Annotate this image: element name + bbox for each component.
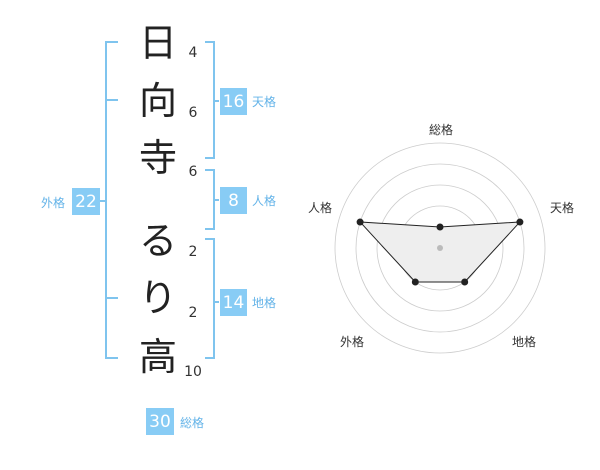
gaikaku-value: 22: [75, 192, 97, 212]
soukaku-box: [146, 408, 174, 435]
gaikaku-badge: 外格 22: [41, 188, 100, 215]
radar-chart: 総格 天格 地格 外格 人格: [308, 122, 574, 354]
stroke-count-4: 2: [189, 244, 198, 260]
jinkaku-bracket: [205, 169, 215, 230]
radar-point-2: [516, 218, 524, 226]
stroke-count-2: 6: [189, 105, 198, 121]
soukaku-badge: 30 総格: [146, 408, 204, 435]
radar-label-gaikaku: 外格: [340, 334, 364, 349]
name-char-3: 寺: [139, 136, 177, 180]
stroke-counts: 4 6 6 2 2 10: [184, 45, 202, 380]
stroke-count-6: 10: [184, 364, 202, 380]
radar-label-jinkaku: 人格: [308, 200, 332, 215]
name-char-5: り: [139, 276, 177, 320]
tenkaku-label: 天格: [252, 94, 276, 109]
name-column: 日 向 寺 る り 高: [139, 21, 177, 379]
chikaku-box: [220, 289, 247, 316]
radar-label-soukaku: 総格: [429, 122, 453, 137]
name-char-1: 日: [139, 21, 177, 65]
jinkaku-badge: 8 人格: [220, 187, 276, 214]
jinkaku-label: 人格: [252, 193, 276, 208]
tenkaku-box: [220, 88, 247, 115]
tenkaku-badge: 16 天格: [220, 88, 276, 115]
radar-point-5: [356, 218, 364, 226]
bracket-connectors: [95, 100, 219, 303]
stroke-count-3: 6: [189, 164, 198, 180]
brackets: [95, 41, 219, 359]
radar-point-1: [436, 223, 444, 231]
jinkaku-value: 8: [228, 191, 239, 211]
name-char-4: る: [139, 219, 177, 263]
radar-ring-4: [355, 163, 525, 333]
radar-polygon: [358, 221, 522, 283]
gaikaku-bracket: [105, 41, 118, 359]
radar-point-4: [411, 278, 419, 286]
radar-ring-3: [376, 184, 504, 312]
chikaku-bracket: [205, 238, 215, 359]
tenkaku-bracket: [205, 41, 215, 159]
soukaku-value: 30: [149, 412, 171, 432]
tenkaku-value: 16: [223, 92, 245, 112]
gaikaku-box: [72, 188, 100, 215]
chikaku-value: 14: [223, 293, 245, 313]
radar-point-3: [461, 278, 469, 286]
chikaku-badge: 14 地格: [220, 289, 276, 316]
radar-label-tenkaku: 天格: [550, 200, 574, 215]
soukaku-label: 総格: [180, 415, 204, 430]
gaikaku-label: 外格: [41, 195, 65, 210]
radar-center-dot: [437, 245, 443, 251]
jinkaku-box: [220, 187, 247, 214]
chikaku-label: 地格: [252, 295, 276, 310]
name-char-6: 高: [139, 335, 177, 379]
stroke-count-5: 2: [189, 305, 198, 321]
radar-points: [356, 218, 524, 286]
radar-ring-5: [334, 142, 546, 354]
name-char-2: 向: [139, 79, 177, 123]
stroke-count-1: 4: [189, 45, 198, 61]
radar-label-chikaku: 地格: [512, 334, 536, 349]
